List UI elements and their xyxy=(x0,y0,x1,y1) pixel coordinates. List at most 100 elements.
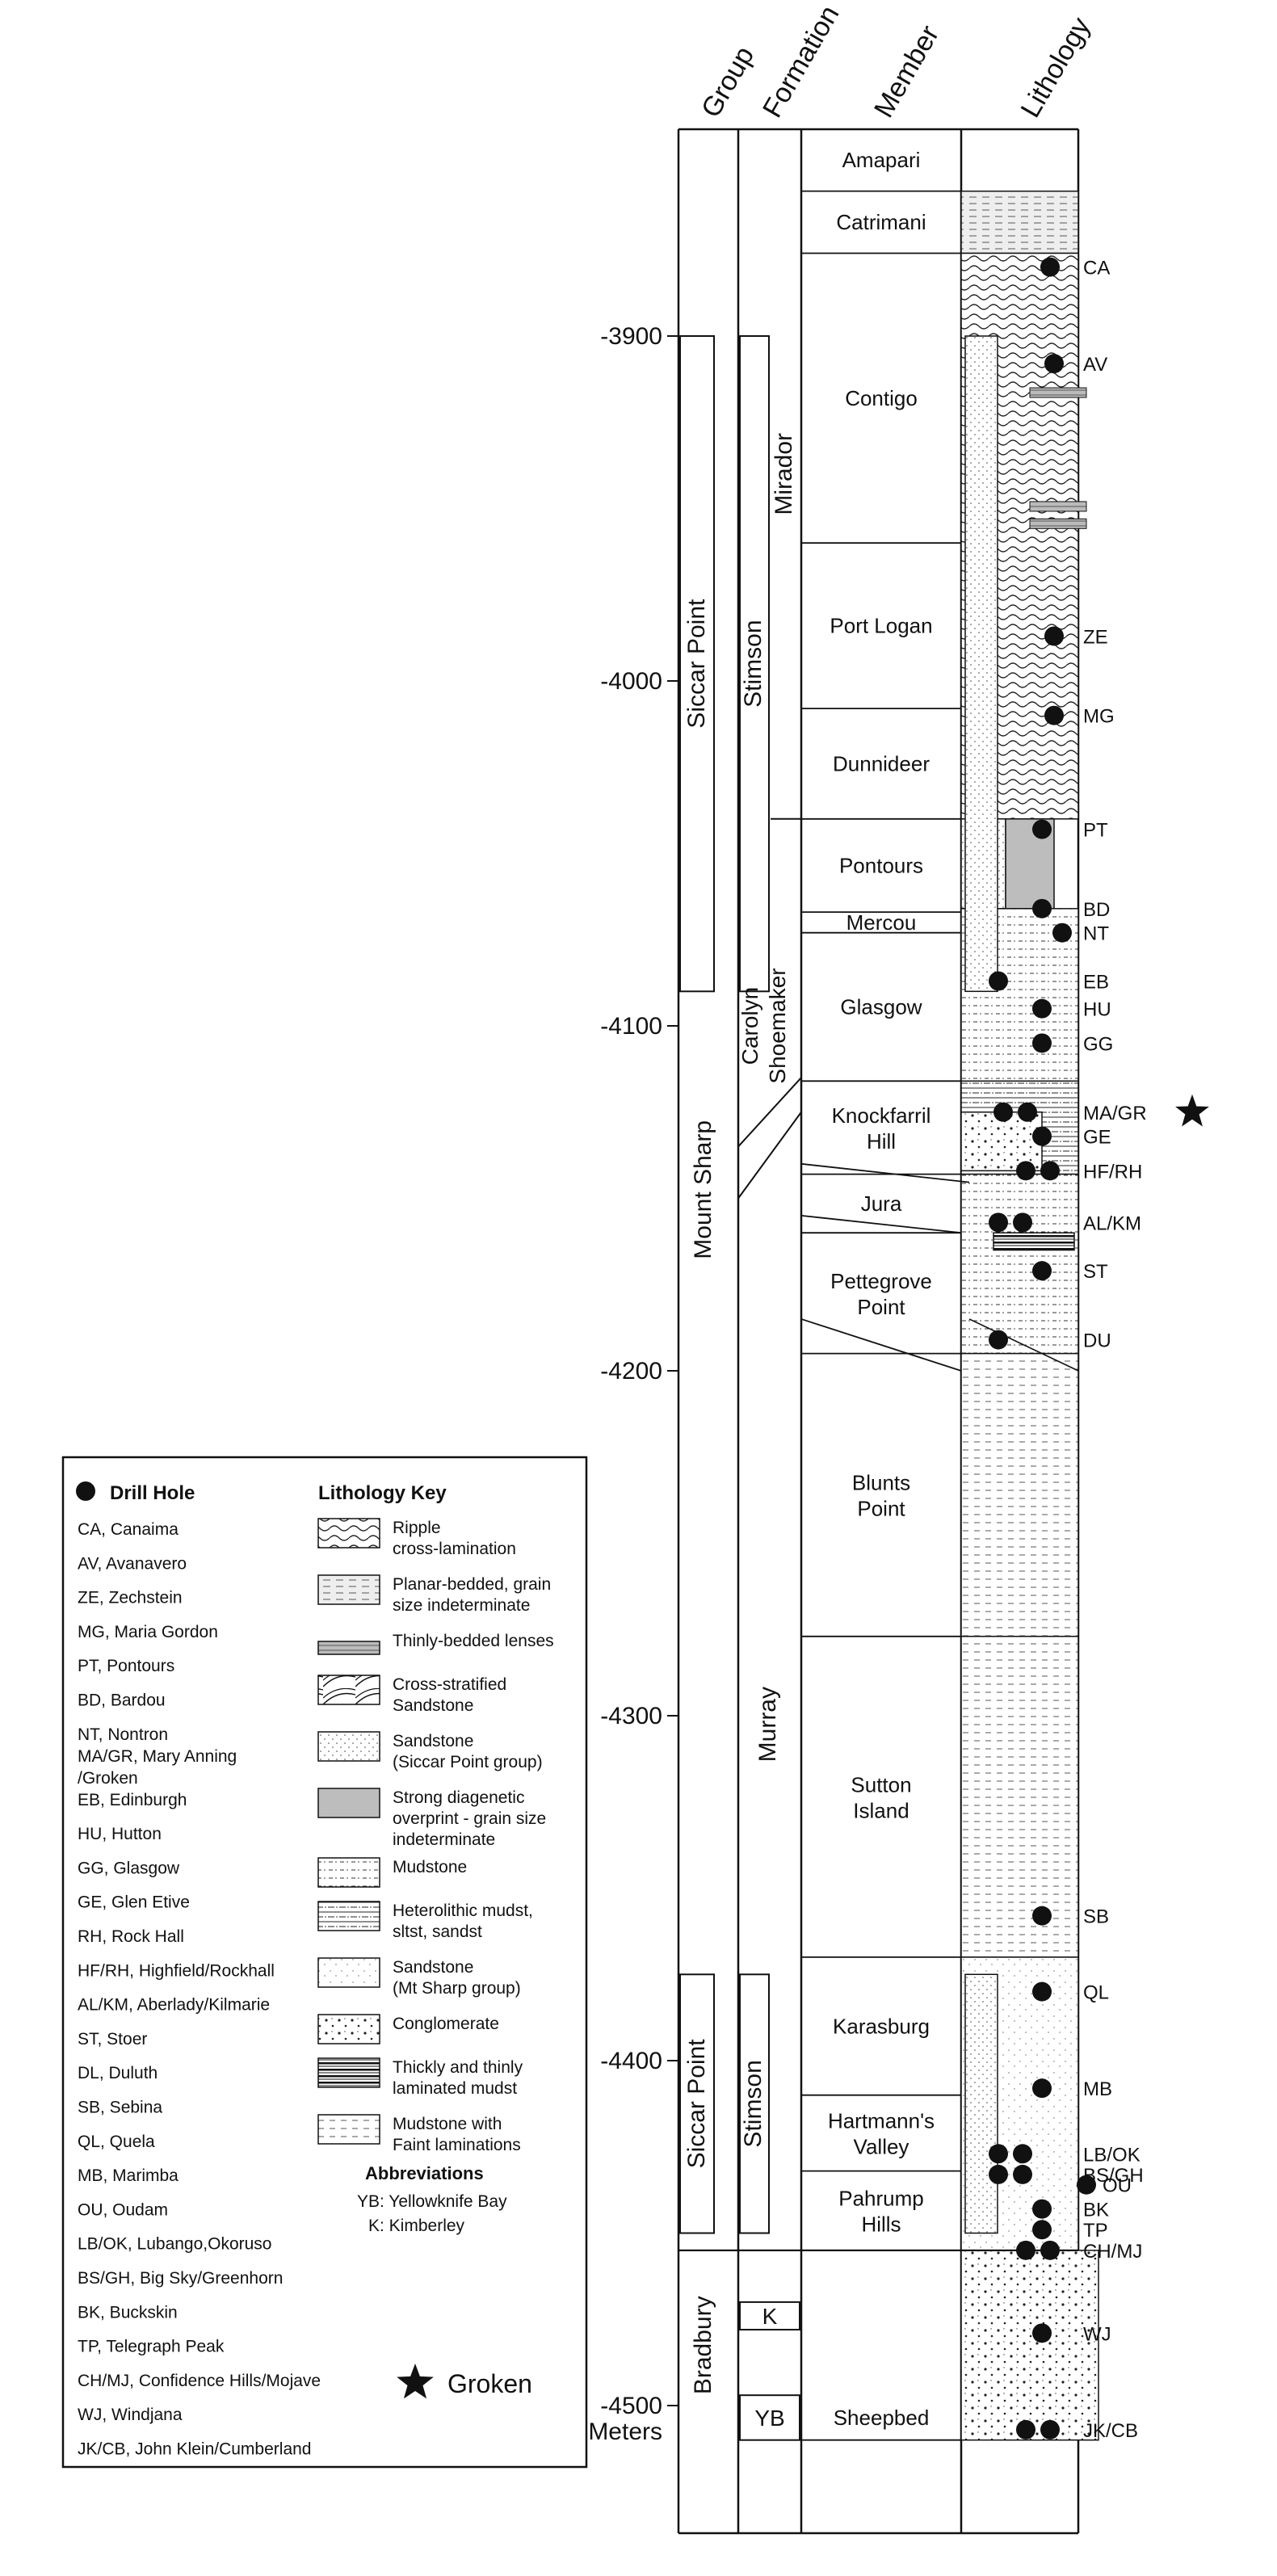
legend-drill-hole-entry: GG, Glasgow xyxy=(78,1859,180,1877)
legend-swatch-planar xyxy=(317,1574,380,1605)
drill-hole-marker xyxy=(1032,898,1052,918)
drill-hole-marker xyxy=(989,1212,1008,1233)
legend-drill-hole-entry: LB/OK, Lubango,Okoruso xyxy=(78,2235,272,2254)
drill-hole-marker xyxy=(1013,2164,1032,2184)
drill-hole-marker xyxy=(1077,2175,1096,2195)
depth-axis: -3900-4000-4100-4200-4300-4400-4500Meter… xyxy=(588,323,678,2445)
drill-hole-label: HF/RH xyxy=(1083,1161,1142,1183)
column-header-member: Member xyxy=(868,20,945,123)
legend-lithology-label: Heterolithic mudst, xyxy=(393,1902,533,1920)
drill-hole-marker xyxy=(1032,2220,1052,2240)
depth-tick-label: -4400 xyxy=(600,2048,662,2074)
legend-swatch-laminated xyxy=(317,2057,380,2088)
drill-hole-label: TP xyxy=(1083,2220,1108,2242)
member-label-line: Pettegrove xyxy=(830,1269,932,1293)
legend-drill-hole-entry: SB, Sebina xyxy=(78,2099,162,2117)
member-label: Catrimani xyxy=(836,210,926,234)
legend-drill-hole-entry: QL, Quela xyxy=(78,2133,155,2151)
member-label-line: Valley xyxy=(854,2135,909,2159)
depth-tick-label: -4200 xyxy=(600,1358,662,1385)
legend-drill-hole-entry: MB, Marimba xyxy=(78,2166,179,2185)
formation-box xyxy=(739,2394,800,2441)
group-label: Mount Sharp xyxy=(690,1120,716,1259)
lithology-lens xyxy=(1029,501,1087,512)
formation-boundary xyxy=(737,1112,802,1200)
legend-drill-hole-entry: CA, Canaima xyxy=(78,1520,179,1539)
drill-hole-marker xyxy=(1040,1161,1060,1181)
formation-label: Murray xyxy=(754,1687,781,1762)
legend-drill-hole-entry: /Groken xyxy=(78,1769,138,1788)
lithology-band-planar xyxy=(960,190,1079,254)
legend-drill-hole-entry: BD, Bardou xyxy=(78,1691,166,1710)
drill-hole-label: ST xyxy=(1083,1261,1108,1283)
drill-hole-label: QL xyxy=(1083,1982,1109,2004)
column-header-group: Group xyxy=(695,41,760,123)
legend-lithology-title: Lithology Key xyxy=(318,1482,447,1504)
legend-drill-hole-entry: HF/RH, Highfield/Rockhall xyxy=(78,1961,275,1980)
group-label: Siccar Point xyxy=(683,599,710,729)
column-header-formation: Formation xyxy=(757,0,845,123)
legend-drill-hole-entry: AL/KM, Aberlady/Kilmarie xyxy=(78,1996,270,2015)
drill-hole-label: MG xyxy=(1083,706,1115,728)
group-box xyxy=(679,1973,715,2234)
legend-drill-hole-entry: MG, Maria Gordon xyxy=(78,1623,218,1641)
legend-drill-hole-entry: ST, Stoer xyxy=(78,2030,147,2049)
drill-hole-marker xyxy=(1032,1033,1052,1053)
drill-hole-marker xyxy=(993,1102,1013,1122)
member-label: Karasburg xyxy=(833,2014,930,2038)
drill-hole-label: CA xyxy=(1083,258,1110,279)
member-label: Amapari xyxy=(842,148,921,172)
drill-hole-label: EB xyxy=(1083,971,1109,993)
drill-hole-label: PT xyxy=(1083,820,1108,842)
legend-lithology-label: (Siccar Point group) xyxy=(393,1753,543,1771)
formation-box xyxy=(739,335,770,993)
legend-abbreviations-title: Abbreviations xyxy=(365,2163,484,2183)
drill-hole-marker xyxy=(1032,1906,1052,1926)
lithology-band-siccar-sandstone xyxy=(964,335,998,993)
drill-hole-label: MB xyxy=(1083,2078,1112,2100)
group-label: Siccar Point xyxy=(683,2039,710,2169)
drill-hole-marker xyxy=(1032,1126,1052,1146)
legend-swatch-sand_sp xyxy=(317,1731,380,1762)
drill-hole-label: BD xyxy=(1083,899,1110,921)
lithology-band-laminated xyxy=(993,1232,1075,1251)
formation-label: Stimson xyxy=(740,620,767,707)
legend-drill-hole-entry: WJ, Windjana xyxy=(78,2406,183,2424)
drill-hole-marker xyxy=(1018,1102,1037,1122)
legend-lithology-label: size indeterminate xyxy=(393,1596,530,1615)
drill-hole-marker xyxy=(1032,998,1052,1019)
legend-drill-hole-title: Drill Hole xyxy=(110,1482,195,1504)
legend-lithology-label: cross-lamination xyxy=(393,1540,516,1558)
formation-label: K xyxy=(762,2304,778,2329)
drill-hole-marker xyxy=(1016,2419,1035,2439)
legend-lithology-label: Sandstone xyxy=(393,1696,473,1715)
legend-lithology-label: Planar-bedded, grain xyxy=(393,1575,551,1594)
legend-drill-hole-entry: JK/CB, John Klein/Cumberland xyxy=(78,2440,311,2459)
drill-hole-label: WJ xyxy=(1083,2323,1111,2345)
legend-swatch-cross xyxy=(317,1675,380,1705)
depth-tick-label: -4100 xyxy=(600,1013,662,1040)
legend-lithology-label: Ripple xyxy=(393,1519,441,1537)
member-label-line: Island xyxy=(853,1798,909,1822)
member-label-line: Hill xyxy=(867,1129,896,1154)
depth-unit-label: Meters xyxy=(588,2418,662,2445)
member-label: Mercou xyxy=(846,910,917,935)
legend-drill-hole-entry: TP, Telegraph Peak xyxy=(78,2338,225,2356)
drill-hole-marker xyxy=(1032,819,1052,839)
drill-hole-label: MA/GR xyxy=(1083,1103,1147,1124)
legend-abbreviation: YB: Yellowknife Bay xyxy=(357,2192,507,2211)
drill-hole-marker xyxy=(1013,1212,1032,1233)
lithology-column xyxy=(960,190,1099,2441)
drill-hole-label: NT xyxy=(1083,923,1109,945)
member-label: Sheepbed xyxy=(834,2406,930,2430)
drill-hole-label: LB/OK xyxy=(1083,2144,1140,2166)
drill-hole-marker xyxy=(1032,2078,1052,2099)
drill-hole-marker xyxy=(1044,705,1064,725)
lithology-band-mudstone xyxy=(960,1173,1079,1355)
member-label: Pontours xyxy=(839,853,923,877)
drill-hole-marker xyxy=(1032,2323,1052,2343)
legend-drill-hole-entry: OU, Oudam xyxy=(78,2200,168,2219)
